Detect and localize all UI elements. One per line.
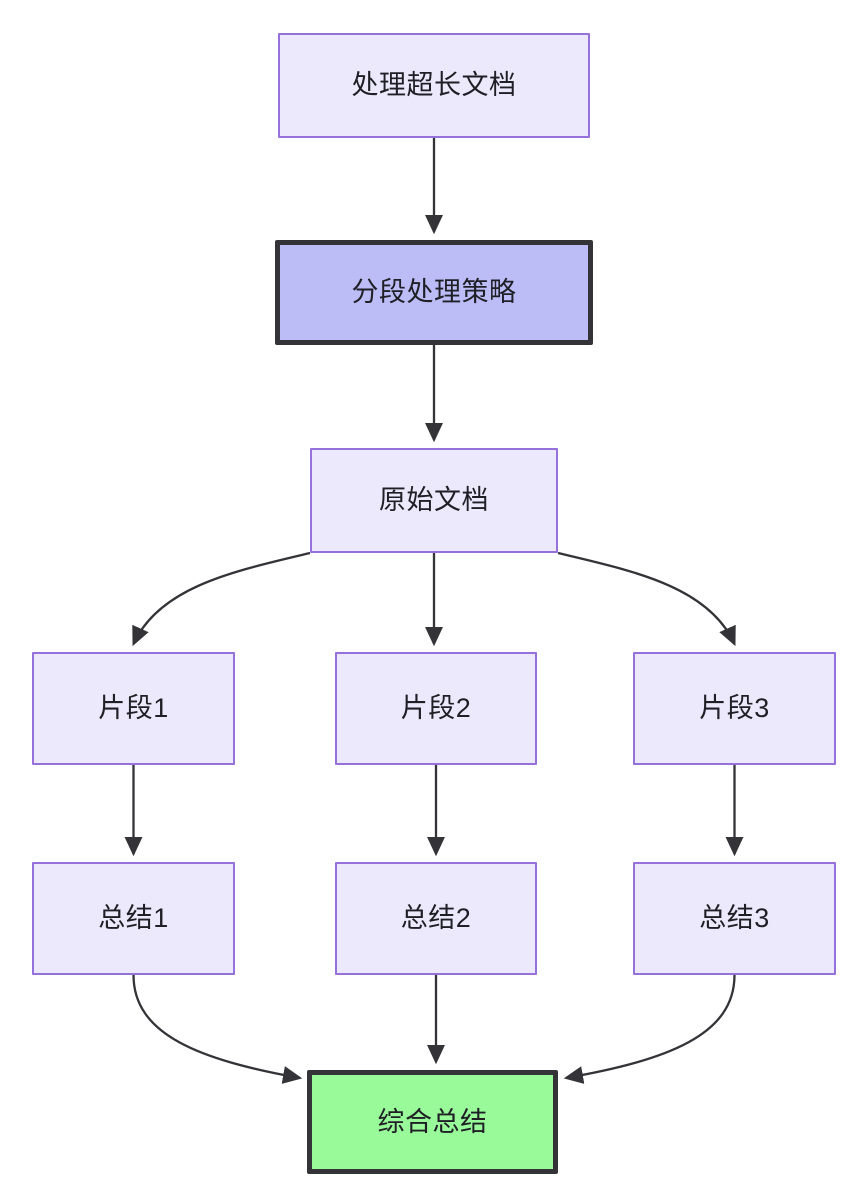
node-summary-1[interactable]: 总结1 xyxy=(32,862,235,975)
node-source[interactable]: 处理超长文档 xyxy=(278,33,590,138)
node-fragment-2[interactable]: 片段2 xyxy=(335,652,537,765)
node-summary-3[interactable]: 总结3 xyxy=(633,862,836,975)
node-original-document[interactable]: 原始文档 xyxy=(310,448,558,553)
node-fragment-3[interactable]: 片段3 xyxy=(633,652,836,765)
edge-sum1-to-final xyxy=(132,974,303,1084)
edge-original-to-frag1 xyxy=(132,551,311,647)
edge-sum3-to-final xyxy=(563,974,736,1084)
node-summary-2[interactable]: 总结2 xyxy=(335,862,537,975)
node-final-summary[interactable]: 综合总结 xyxy=(307,1070,558,1174)
node-fragment-1[interactable]: 片段1 xyxy=(32,652,235,765)
node-strategy[interactable]: 分段处理策略 xyxy=(275,240,593,345)
edge-original-to-frag3 xyxy=(557,551,736,647)
